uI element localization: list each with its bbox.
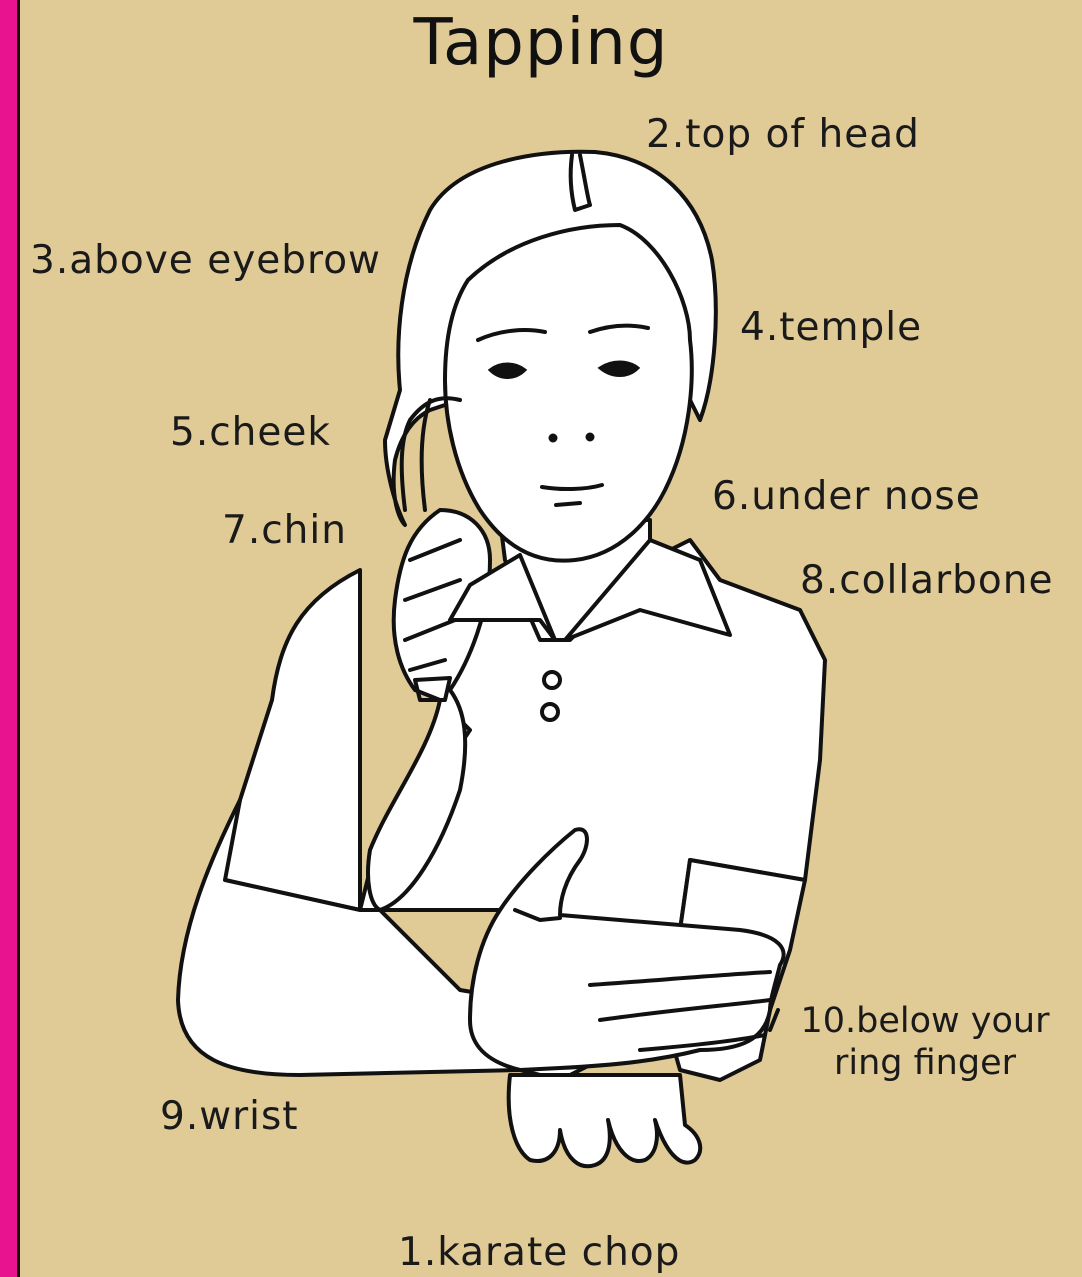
label-below-ring-finger-line2: ring finger [790, 1042, 1060, 1084]
page-title: Tapping [0, 6, 1082, 80]
label-chin: 7.chin [222, 508, 347, 553]
label-under-nose: 6.under nose [712, 474, 981, 519]
label-temple: 4.temple [740, 305, 922, 350]
label-top-of-head: 2.top of head [646, 112, 920, 157]
label-cheek: 5.cheek [170, 410, 331, 455]
label-below-ring-finger-line1: 10.below your [790, 1000, 1060, 1042]
face [445, 225, 692, 561]
label-wrist: 9.wrist [160, 1094, 299, 1139]
label-karate-chop: 1.karate chop [398, 1230, 680, 1275]
label-collarbone: 8.collarbone [800, 558, 1053, 603]
lower-fingers [509, 1075, 701, 1166]
label-below-ring-finger: 10.below your ring finger [790, 1000, 1060, 1084]
label-above-eyebrow: 3.above eyebrow [30, 238, 381, 283]
